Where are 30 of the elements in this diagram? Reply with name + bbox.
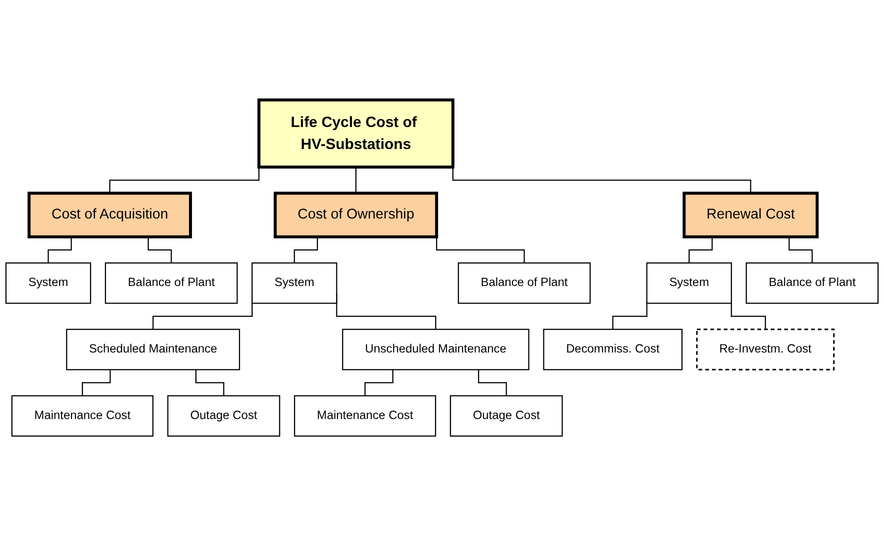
connector <box>478 370 507 396</box>
connector <box>730 302 766 330</box>
node-box: Balance of Plant <box>104 262 238 304</box>
connector <box>688 236 713 264</box>
connector <box>294 236 318 264</box>
connector <box>788 236 813 264</box>
node-box: Maintenance Cost <box>11 395 154 437</box>
node-box: System <box>646 262 732 304</box>
connector <box>148 236 172 264</box>
connector <box>48 236 72 264</box>
node-box: Outage Cost <box>167 395 280 437</box>
connector <box>195 370 224 396</box>
node-box: Renewal Cost <box>682 192 819 238</box>
node-box: System <box>5 262 92 304</box>
node-box: Cost of Ownership <box>274 192 438 238</box>
node-box: Scheduled Maintenance <box>66 328 240 370</box>
node-box: Re-Investm. Cost <box>696 328 835 370</box>
node-box: Cost of Acquisition <box>28 192 192 238</box>
node-box: Decommiss. Cost <box>543 328 683 370</box>
node-box: Outage Cost <box>450 395 563 437</box>
connector <box>612 302 648 330</box>
connector <box>82 370 111 396</box>
connector <box>364 370 394 396</box>
connector <box>355 167 356 194</box>
node-box: System <box>252 262 338 304</box>
node-box: Maintenance Cost <box>294 395 436 437</box>
node-box: Balance of Plant <box>746 262 879 304</box>
node-box: Unscheduled Maintenance <box>342 328 530 370</box>
node-box: Life Cycle Cost of HV-Substations <box>257 98 454 169</box>
node-box: Balance of Plant <box>458 262 591 304</box>
